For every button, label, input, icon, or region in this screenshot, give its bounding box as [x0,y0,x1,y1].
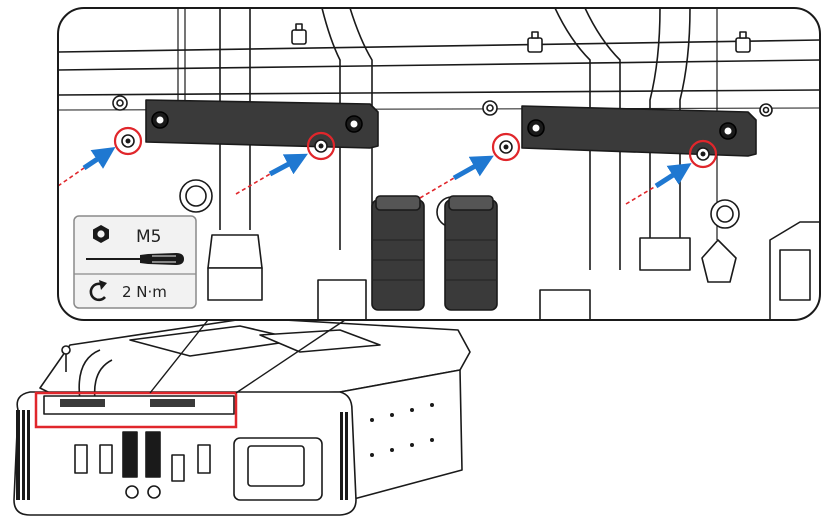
device-side-panel [339,369,463,501]
rotate-clockwise-icon [89,280,107,302]
front-vent-left [16,410,30,500]
insert-arrow-1 [58,147,116,187]
tool-spec-panel: M5 2 N·m [73,215,197,309]
zoom-frame [57,7,821,321]
insert-arrow-2 [235,153,308,195]
hex-socket-icon [93,225,109,243]
screw-callout-3 [491,132,521,162]
back-hex-bolts [112,95,773,117]
insertion-arrows [58,147,692,205]
zoom-leader-lines [149,319,346,394]
overview-highlight-frame [34,391,238,429]
bit-size-label: M5 [136,227,161,247]
screw-callout-1 [113,126,143,156]
screw-callouts [113,126,718,169]
screw-callout-4 [688,139,718,169]
bracket-left [145,99,379,149]
front-vent-right [340,412,348,500]
torque-label: 2 N·m [122,283,167,301]
device-overview [13,317,471,516]
dark-connectors [371,195,498,311]
front-connectors [74,431,211,499]
screw-callout-2 [306,131,336,161]
insert-arrow-4 [625,163,692,205]
insert-arrow-3 [419,155,494,199]
cable-glands [207,234,737,320]
zoom-detail-view [57,7,821,321]
screwdriver-icon [86,253,184,265]
bracket-right [521,105,757,157]
top-studs [291,23,751,53]
